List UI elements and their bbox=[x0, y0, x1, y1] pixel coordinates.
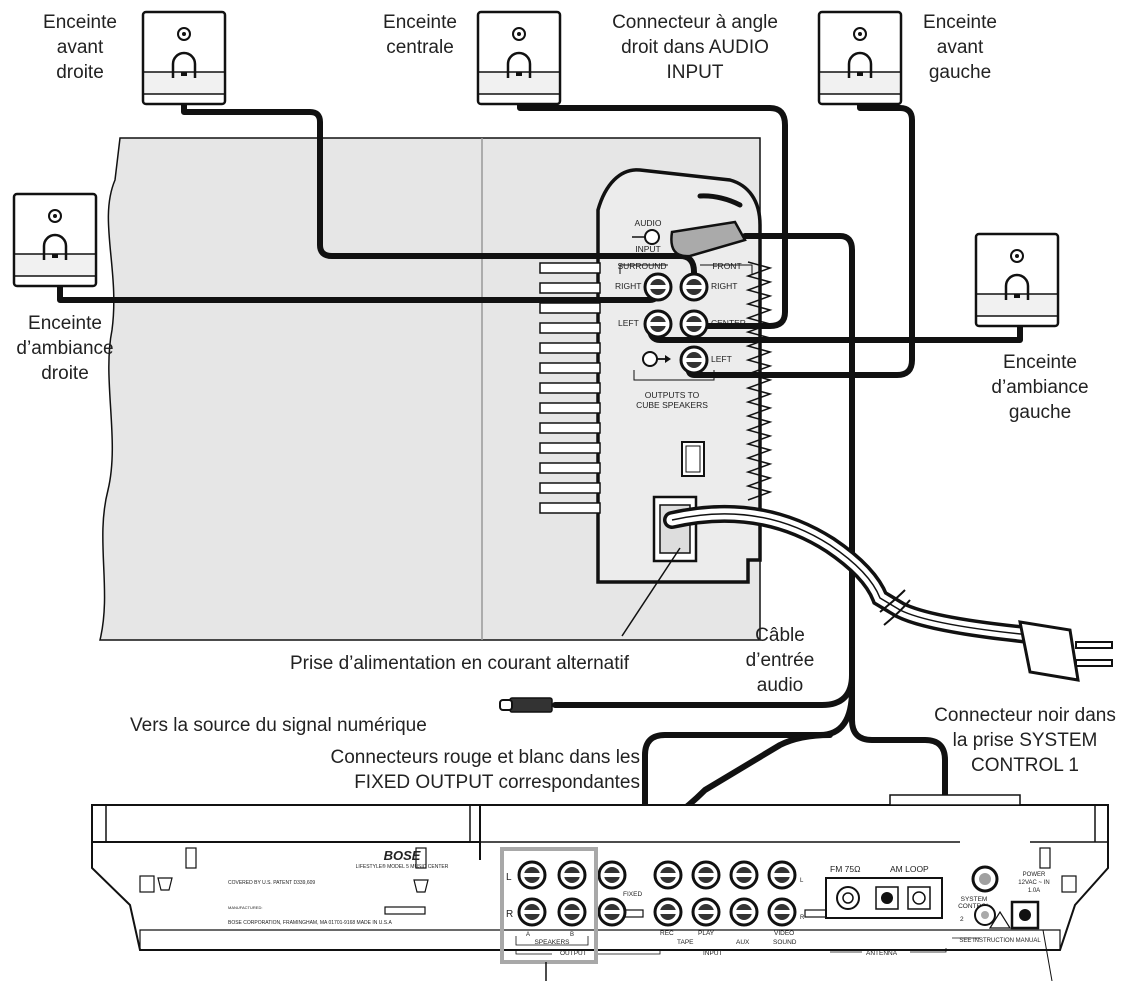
audio-input-label-2: INPUT bbox=[635, 244, 661, 254]
power-label: POWER bbox=[1023, 872, 1046, 878]
front-left-label: LEFT bbox=[711, 354, 732, 364]
brand-logo: BOSE bbox=[384, 848, 421, 863]
svg-text:2: 2 bbox=[960, 916, 964, 923]
svg-text:R: R bbox=[800, 915, 805, 921]
svg-text:SYSTEM: SYSTEM bbox=[961, 896, 988, 903]
ac-pointer-line bbox=[621, 547, 681, 637]
front-right-label: RIGHT bbox=[711, 281, 737, 291]
speaker-surround-right bbox=[12, 192, 98, 288]
manufactured-label: MANUFACTURED: bbox=[228, 905, 262, 910]
acoustimass-module: AUDIO INPUT SURROUND FRONT RIGHT RIGHT L… bbox=[99, 137, 773, 641]
label-digital-source: Vers la source du signal numérique bbox=[130, 715, 427, 736]
power-switch[interactable] bbox=[681, 441, 705, 477]
warning-icon bbox=[988, 910, 1012, 929]
cooling-fins-right bbox=[745, 261, 773, 501]
svg-text:A: A bbox=[526, 932, 530, 938]
audio-input-jack[interactable] bbox=[632, 229, 660, 245]
outputs-label: OUTPUTS TO bbox=[645, 390, 700, 400]
svg-text:TAPE: TAPE bbox=[677, 939, 694, 946]
speaker-center bbox=[476, 10, 562, 106]
svg-text:CONTROL: CONTROL bbox=[958, 903, 990, 910]
R-label: R bbox=[506, 909, 513, 920]
svg-text:AM LOOP: AM LOOP bbox=[890, 864, 929, 874]
address-label: BOSE CORPORATION, FRAMINGHAM, MA 01701-9… bbox=[228, 920, 393, 926]
ac-power-inlet[interactable] bbox=[652, 495, 698, 563]
svg-text:REC: REC bbox=[660, 930, 674, 937]
right-angle-connector bbox=[670, 193, 747, 258]
cooling-fins-left bbox=[539, 262, 601, 514]
surround-right-label: RIGHT bbox=[615, 281, 641, 291]
power-cord bbox=[663, 504, 1113, 682]
music-center: BOSE LIFESTYLE® MODEL 5 MUSIC CENTER COV… bbox=[91, 794, 1109, 981]
surround-label: SURROUND bbox=[617, 261, 666, 271]
surround-left-label: LEFT bbox=[618, 318, 639, 328]
svg-text:VIDEO: VIDEO bbox=[774, 930, 794, 937]
svg-text:ANTENNA: ANTENNA bbox=[866, 950, 898, 957]
speaker-front-right bbox=[141, 10, 227, 106]
rca-plug-icon bbox=[499, 697, 553, 713]
speakers-output-highlight bbox=[500, 847, 598, 964]
label-ac-power: Prise d’alimentation en courant alternat… bbox=[290, 653, 630, 674]
svg-text:1.0A: 1.0A bbox=[1028, 888, 1040, 894]
audio-input-label: AUDIO bbox=[635, 218, 662, 228]
svg-text:L: L bbox=[800, 878, 804, 884]
output-arrow-icon bbox=[642, 351, 671, 367]
speaker-front-left bbox=[817, 10, 903, 106]
svg-text:OUTPUT: OUTPUT bbox=[560, 950, 587, 957]
svg-text:PLAY: PLAY bbox=[698, 930, 715, 937]
svg-text:FM 75Ω: FM 75Ω bbox=[830, 864, 860, 874]
front-label: FRONT bbox=[712, 261, 741, 271]
L-label: L bbox=[506, 872, 512, 883]
svg-text:B: B bbox=[570, 932, 574, 938]
svg-text:12VAC ~ IN: 12VAC ~ IN bbox=[1018, 880, 1049, 886]
svg-text:SOUND: SOUND bbox=[773, 939, 797, 946]
svg-text:AUX: AUX bbox=[736, 939, 750, 946]
model-label: LIFESTYLE® MODEL 5 MUSIC CENTER bbox=[356, 863, 449, 870]
speaker-surround-left bbox=[974, 232, 1060, 328]
outputs-label-2: CUBE SPEAKERS bbox=[636, 400, 708, 410]
svg-text:SEE INSTRUCTION MANUAL: SEE INSTRUCTION MANUAL bbox=[959, 938, 1041, 944]
patent-label: COVERED BY U.S. PATENT D339,609 bbox=[228, 880, 315, 886]
fixed-label: FIXED bbox=[623, 891, 642, 898]
speakers-label: SPEAKERS bbox=[534, 939, 570, 946]
svg-text:INPUT: INPUT bbox=[703, 950, 723, 957]
